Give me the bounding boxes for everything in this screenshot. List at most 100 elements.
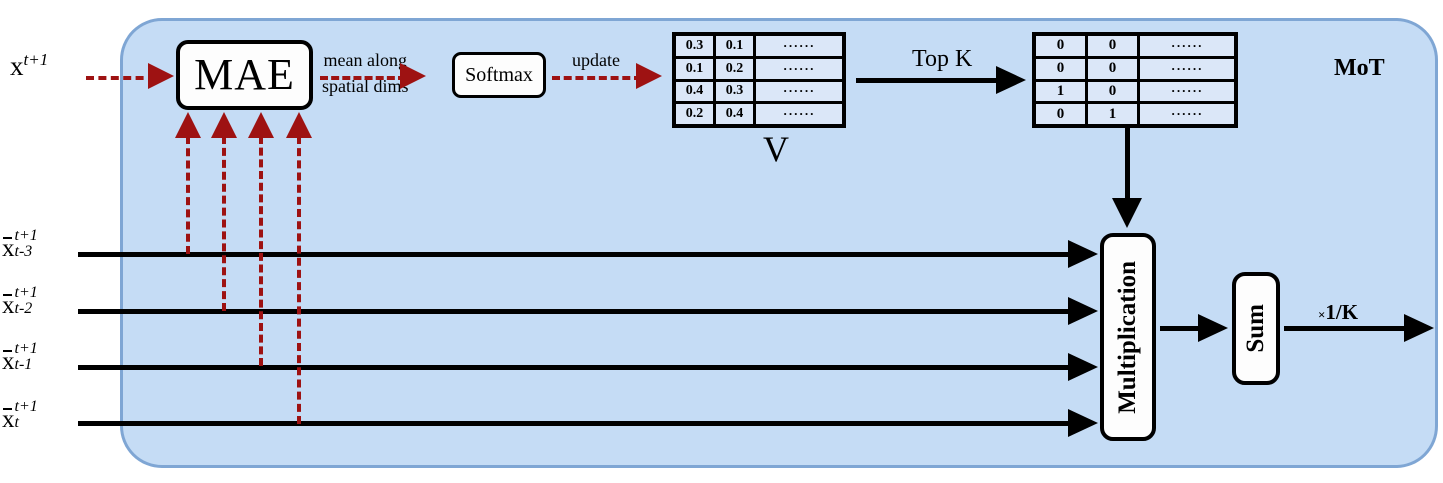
overbar xyxy=(3,349,12,352)
mask-cell: 0 xyxy=(1036,104,1088,124)
mae-to-softmax-dashed-line xyxy=(320,76,406,80)
feedback-arrowhead-t-1 xyxy=(248,112,274,138)
table-row: 0 1 ······ xyxy=(1036,104,1234,124)
input-arrowhead xyxy=(148,63,174,89)
v-cell: 0.4 xyxy=(716,104,756,124)
mask-cell: 0 xyxy=(1036,58,1088,79)
mask-cell: 0 xyxy=(1088,36,1140,56)
softmax-block[interactable]: Softmax xyxy=(452,52,546,98)
softmax-to-v-dashed-line xyxy=(552,76,642,80)
xbar-superscript: t+1 xyxy=(14,398,38,415)
table-row: 0.2 0.4 ······ xyxy=(676,104,842,124)
v-cell-ellipsis: ······ xyxy=(756,104,842,124)
feedback-line-t-3 xyxy=(186,136,190,254)
xbar-letter: x xyxy=(2,234,15,262)
mask-cell-ellipsis: ······ xyxy=(1140,81,1234,102)
topk-arrowhead xyxy=(996,66,1026,94)
sequence-arrowhead-t-2 xyxy=(1068,297,1098,325)
softmax-label: Softmax xyxy=(465,63,533,86)
xbar-subscript: t-2 xyxy=(14,300,33,318)
input-dashed-line xyxy=(86,76,156,80)
mean-line-2: spatial dims xyxy=(322,76,409,97)
sequence-arrowhead-t-3 xyxy=(1068,240,1098,268)
table-row: 1 0 ······ xyxy=(1036,81,1234,105)
v-cell: 0.1 xyxy=(716,36,756,56)
mask-cell: 0 xyxy=(1036,36,1088,56)
mask-cell: 0 xyxy=(1088,81,1140,102)
mask-table: 0 0 ······ 0 0 ······ 1 0 ······ 0 1 ···… xyxy=(1032,32,1238,128)
v-cell: 0.2 xyxy=(716,58,756,79)
mask-cell-ellipsis: ······ xyxy=(1140,104,1234,124)
panel-title-mot: MoT xyxy=(1334,55,1385,81)
feedback-line-t-1 xyxy=(259,136,263,366)
table-row: 0 0 ······ xyxy=(1036,58,1234,82)
v-cell: 0.4 xyxy=(676,81,716,102)
sequence-arrowhead-t-1 xyxy=(1068,353,1098,381)
xbar-base: x xyxy=(2,349,15,374)
mae-block[interactable]: MAE xyxy=(176,40,313,110)
xbar-base: x xyxy=(2,407,15,432)
table-row: 0.1 0.2 ······ xyxy=(676,58,842,82)
multiplication-label: Multiplication xyxy=(1114,260,1141,414)
output-line xyxy=(1284,326,1409,331)
overbar xyxy=(3,293,12,296)
xbar-letter: x xyxy=(2,405,15,433)
v-table: 0.3 0.1 ······ 0.1 0.2 ······ 0.4 0.3 ··… xyxy=(672,32,846,128)
mae-to-softmax-arrowhead xyxy=(400,63,426,89)
xbar-letter: x xyxy=(2,291,15,319)
output-arrowhead xyxy=(1404,314,1434,342)
table-row: 0 0 ······ xyxy=(1036,36,1234,59)
sum-label: Sum xyxy=(1242,304,1269,353)
mask-cell: 1 xyxy=(1036,81,1088,102)
xbar-subscript: t-3 xyxy=(14,243,33,261)
mask-cell-ellipsis: ······ xyxy=(1140,36,1234,56)
topk-label: Top K xyxy=(912,46,973,72)
xbar-superscript: t+1 xyxy=(14,227,38,244)
v-cell: 0.1 xyxy=(676,58,716,79)
feedback-line-t-2 xyxy=(222,136,226,311)
xbar-superscript: t+1 xyxy=(14,340,38,357)
xbar-subscript: t xyxy=(14,414,19,432)
xbar-superscript: t+1 xyxy=(14,284,38,301)
feedback-arrowhead-t-3 xyxy=(175,112,201,138)
v-cell: 0.3 xyxy=(676,36,716,56)
update-label: update xyxy=(572,50,620,70)
multiplication-block[interactable]: Multiplication xyxy=(1100,233,1156,441)
multiplication-to-sum-line xyxy=(1160,326,1205,331)
feedback-arrowhead-t xyxy=(286,112,312,138)
v-cell-ellipsis: ······ xyxy=(756,81,842,102)
mask-cell-ellipsis: ······ xyxy=(1140,58,1234,79)
xbar-base: x xyxy=(2,293,15,318)
mae-label: MAE xyxy=(194,50,295,99)
mask-to-multiplication-arrowhead xyxy=(1112,198,1142,228)
v-table-caption: V xyxy=(763,129,789,169)
v-cell: 0.2 xyxy=(676,104,716,124)
mean-along-spatial-dims-label: mean along spatial dims xyxy=(322,47,409,99)
xbar-base: x xyxy=(2,236,15,261)
sequence-line-t-2 xyxy=(78,309,1078,314)
mask-cell: 1 xyxy=(1088,104,1140,124)
xbar-subscript: t-1 xyxy=(14,356,33,374)
overbar xyxy=(3,236,12,239)
sum-block[interactable]: Sum xyxy=(1232,272,1280,385)
table-row: 0.3 0.1 ······ xyxy=(676,36,842,59)
v-cell-ellipsis: ······ xyxy=(756,58,842,79)
sequence-line-t-3 xyxy=(78,252,1078,257)
v-cell-ellipsis: ······ xyxy=(756,36,842,56)
mask-to-multiplication-line xyxy=(1125,128,1130,206)
feedback-arrowhead-t-2 xyxy=(211,112,237,138)
input-base: x xyxy=(10,51,24,81)
scale-value: 1/K xyxy=(1325,300,1359,324)
input-label: xt+1 xyxy=(10,50,48,82)
overbar xyxy=(3,407,12,410)
topk-line xyxy=(856,78,1006,83)
multiplication-to-sum-arrowhead xyxy=(1198,314,1228,342)
